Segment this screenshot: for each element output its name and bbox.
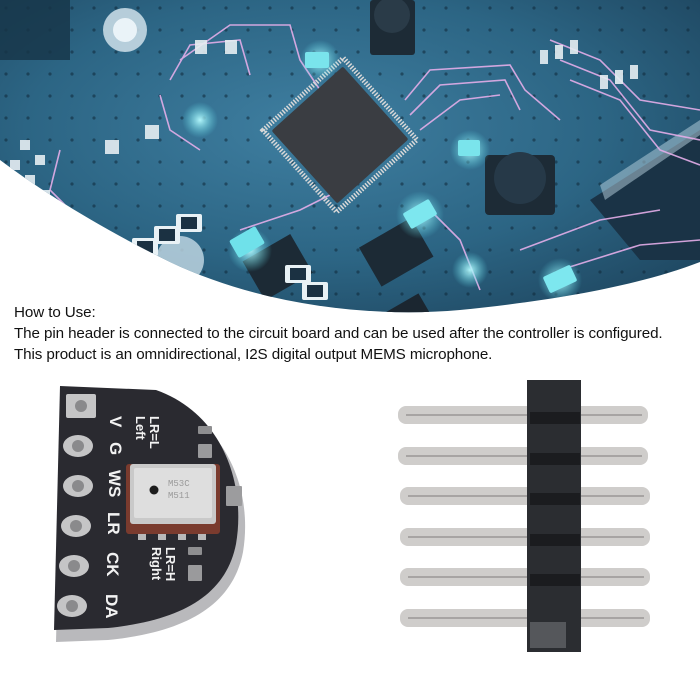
usage-caption: How to Use: The pin header is connected … [14,302,700,365]
pin-header [390,372,660,657]
mems-microphone-module: V G WS LR CK DA LR=L Left LR=H Right M53… [38,382,268,642]
microphone-board: V G WS LR CK DA LR=L Left LR=H Right M53… [54,386,246,642]
circuit-board-banner [0,0,700,320]
pin-label-v: V [106,416,125,428]
pin-label-g: G [106,442,125,455]
microcontroller-chip [259,54,421,216]
mic-port-icon [149,485,159,495]
caption-line-1: The pin header is connected to the circu… [14,325,663,342]
header-housing [527,380,581,652]
pin-label-ws: WS [105,470,124,497]
chip-marking-2: M511 [168,491,190,501]
caption-title: How to Use: [14,304,96,321]
mems-mic-chip: M53C M511 [126,464,220,540]
pin-label-da: DA [102,594,121,619]
label-right: Right [149,547,164,581]
label-lr-h: LR=H [163,547,178,581]
label-left: Left [133,416,148,441]
header-pins [398,406,650,627]
caption-line-2: This product is an omnidirectional, I2S … [14,346,493,363]
circuit-board-image [0,0,700,313]
label-lr-l: LR=L [147,416,162,449]
pin-label-ck: CK [103,552,122,577]
pin-header-image [398,380,650,652]
pin-label-lr: LR [104,512,123,535]
chip-marking-1: M53C [168,479,190,489]
